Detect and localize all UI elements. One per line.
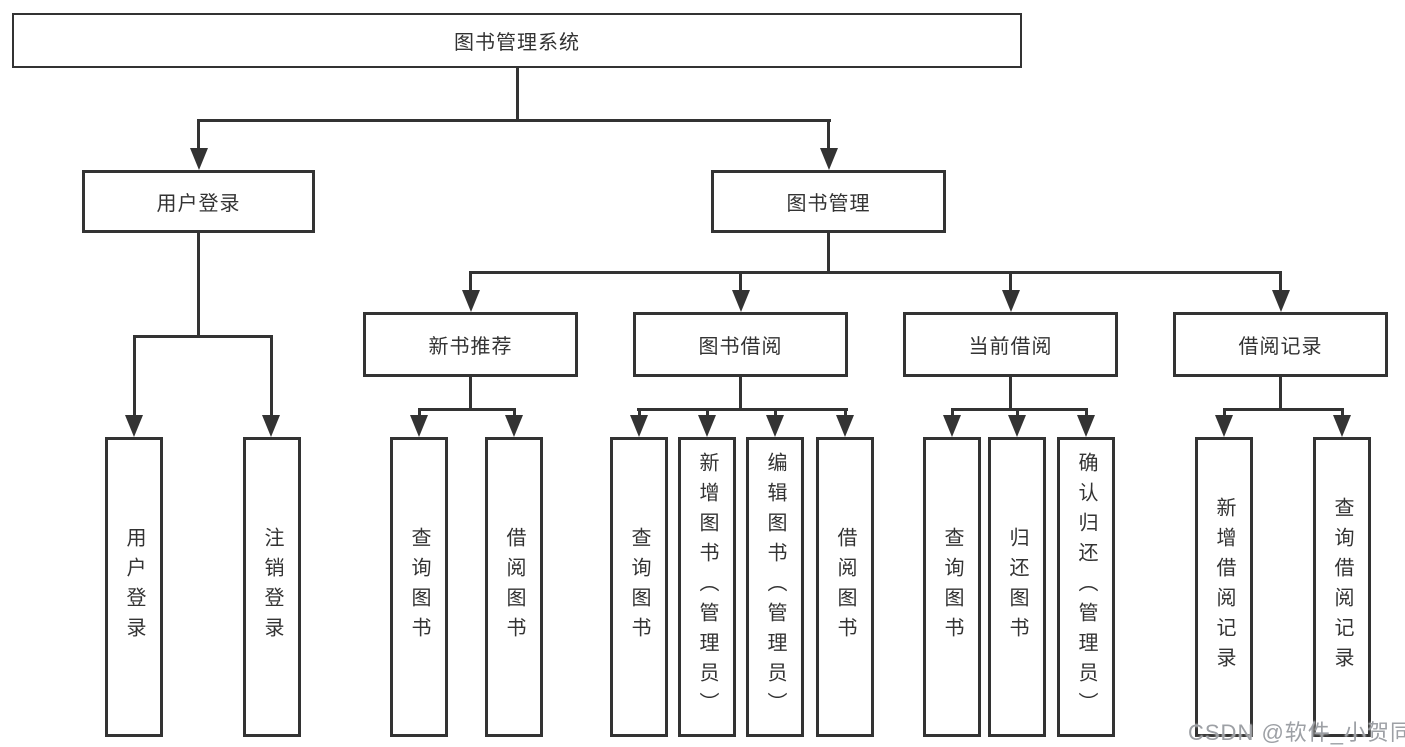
arrow-down-icon	[943, 415, 961, 437]
leaf-add-borrow-record: 新增借阅记录	[1195, 437, 1253, 737]
arrow-down-icon	[505, 415, 523, 437]
leaf-current-query-book-label: 查询图书	[941, 527, 963, 647]
arrow-down-icon	[630, 415, 648, 437]
connector-records-hline	[1222, 408, 1344, 411]
arrow-down-icon	[1271, 290, 1290, 312]
node-borrow-records-label: 借阅记录	[1238, 336, 1323, 358]
connector-userlogin-stem	[197, 233, 200, 337]
connector-userlogin-right-stem	[269, 335, 273, 419]
node-current-borrow-label: 当前借阅	[968, 336, 1053, 358]
leaf-edit-book-admin-label: 编辑图书（管理员）	[764, 452, 786, 722]
arrow-down-icon	[189, 148, 208, 170]
leaf-add-book-admin: 新增图书（管理员）	[678, 437, 736, 737]
node-book-management-label: 图书管理	[786, 193, 871, 215]
leaf-borrow-query-book-label: 查询图书	[628, 527, 650, 647]
node-book-management: 图书管理	[711, 170, 946, 233]
connector-child-stem	[843, 408, 847, 418]
node-user-login-label: 用户登录	[156, 193, 241, 215]
arrow-down-icon	[262, 415, 280, 437]
connector-child-stem	[1015, 408, 1019, 418]
connector-bookmgmt-stem	[827, 233, 830, 273]
connector-level3-hline	[469, 271, 1282, 274]
connector-child-stem	[417, 408, 421, 418]
arrow-down-icon	[698, 415, 716, 437]
node-borrow-records: 借阅记录	[1173, 312, 1388, 377]
leaf-user-login: 用户登录	[105, 437, 163, 737]
leaf-edit-book-admin: 编辑图书（管理员）	[746, 437, 804, 737]
arrow-down-icon	[461, 290, 480, 312]
leaf-return-book: 归还图书	[988, 437, 1046, 737]
leaf-confirm-return-admin-label: 确认归还（管理员）	[1075, 452, 1097, 722]
connector-level3-stem	[1279, 271, 1282, 293]
leaf-logout: 注销登录	[243, 437, 301, 737]
connector-root-right-stem	[827, 119, 830, 151]
connector-root-hline	[197, 119, 831, 122]
connector-child-stem	[773, 408, 777, 418]
leaf-query-borrow-record: 查询借阅记录	[1313, 437, 1371, 737]
arrow-down-icon	[1001, 290, 1020, 312]
node-new-book-recommend: 新书推荐	[363, 312, 578, 377]
connector-level3-stem	[739, 271, 742, 293]
node-book-borrow: 图书借阅	[633, 312, 848, 377]
arrow-down-icon	[766, 415, 784, 437]
connector-records-stem	[1279, 377, 1282, 410]
connector-userlogin-hline	[132, 335, 273, 338]
connector-currentborrow-hline	[950, 408, 1088, 411]
connector-child-stem	[1340, 408, 1344, 418]
connector-child-stem	[512, 408, 516, 418]
leaf-query-borrow-record-label: 查询借阅记录	[1331, 497, 1353, 677]
connector-root-left-stem	[197, 119, 200, 151]
leaf-add-book-admin-label: 新增图书（管理员）	[696, 452, 718, 722]
connector-child-stem	[950, 408, 954, 418]
connector-bookborrow-stem	[739, 377, 742, 410]
arrow-down-icon	[125, 415, 143, 437]
leaf-borrow-book-label: 借阅图书	[834, 527, 856, 647]
leaf-user-login-label: 用户登录	[123, 527, 145, 647]
arrow-down-icon	[1077, 415, 1095, 437]
leaf-borrow-query-book: 查询图书	[610, 437, 668, 737]
watermark: CSDN @软件_小贺同学	[1188, 720, 1405, 745]
arrow-down-icon	[1008, 415, 1026, 437]
arrow-down-icon	[819, 148, 838, 170]
leaf-add-borrow-record-label: 新增借阅记录	[1213, 497, 1235, 677]
connector-child-stem	[1222, 408, 1226, 418]
leaf-return-book-label: 归还图书	[1006, 527, 1028, 647]
leaf-recommend-query-book-label: 查询图书	[408, 527, 430, 647]
node-current-borrow: 当前借阅	[903, 312, 1118, 377]
connector-child-stem	[637, 408, 641, 418]
leaf-recommend-borrow-book-label: 借阅图书	[503, 527, 525, 647]
leaf-logout-label: 注销登录	[261, 527, 283, 647]
arrow-down-icon	[731, 290, 750, 312]
arrow-down-icon	[836, 415, 854, 437]
connector-child-stem	[1084, 408, 1088, 418]
leaf-confirm-return-admin: 确认归还（管理员）	[1057, 437, 1115, 737]
connector-root-stem	[515, 68, 519, 121]
connector-recommend-hline	[417, 408, 516, 411]
node-root: 图书管理系统	[12, 13, 1022, 68]
arrow-down-icon	[1215, 415, 1233, 437]
connector-bookborrow-hline	[636, 408, 848, 411]
connector-currentborrow-stem	[1009, 377, 1012, 410]
arrow-down-icon	[410, 415, 428, 437]
leaf-current-query-book: 查询图书	[923, 437, 981, 737]
leaf-recommend-query-book: 查询图书	[390, 437, 448, 737]
node-user-login: 用户登录	[82, 170, 315, 233]
node-new-book-recommend-label: 新书推荐	[428, 336, 513, 358]
node-book-borrow-label: 图书借阅	[698, 336, 783, 358]
node-root-label: 图书管理系统	[454, 32, 580, 54]
connector-level3-stem	[1009, 271, 1012, 293]
leaf-borrow-book: 借阅图书	[816, 437, 874, 737]
connector-recommend-stem	[469, 377, 472, 410]
arrow-down-icon	[1333, 415, 1351, 437]
connector-child-stem	[705, 408, 709, 418]
connector-userlogin-left-stem	[132, 335, 136, 419]
connector-level3-stem	[469, 271, 472, 293]
leaf-recommend-borrow-book: 借阅图书	[485, 437, 543, 737]
